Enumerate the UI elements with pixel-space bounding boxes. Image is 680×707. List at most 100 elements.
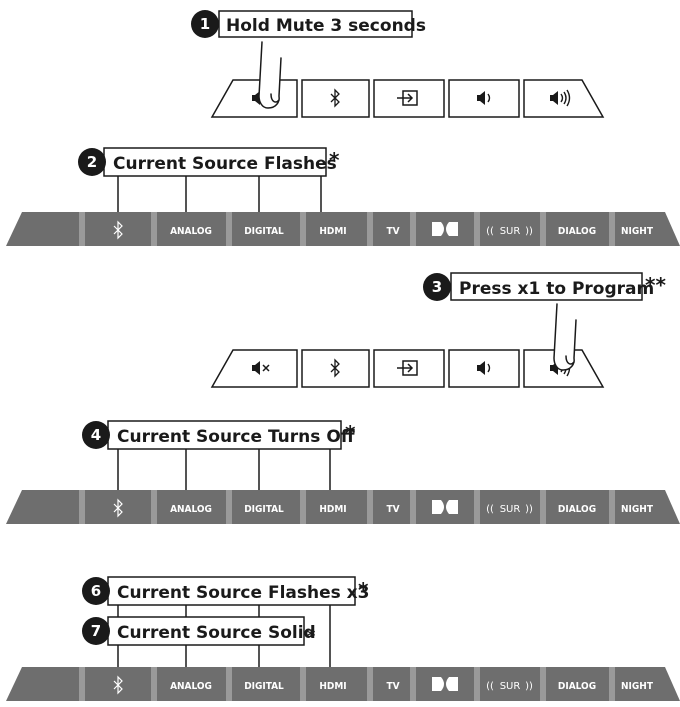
svg-text:)): )) [525,226,533,237]
step-1-badge [191,10,219,38]
volume-down-icon [477,361,491,375]
dialog-indicator: DIALOG [558,226,596,237]
step-7: 7 Current Source Solid * [82,616,316,646]
led-divider [540,667,546,701]
pointing-hand-icon [258,41,282,109]
step-2: 2 Current Source Flashes * [78,147,340,213]
digital-indicator: DIGITAL [244,681,284,692]
led-divider [474,667,480,701]
step-7-badge [82,617,110,645]
remote-buttons-top [210,41,605,118]
night-indicator: NIGHT [621,681,654,692]
digital-indicator: DIGITAL [244,504,284,515]
digital-indicator: DIGITAL [244,226,284,237]
hdmi-indicator: HDMI [319,226,346,237]
led-divider [300,667,306,701]
surround-label: SUR [500,226,521,237]
step-2-number: 2 [87,153,97,171]
step-3-number: 3 [432,278,442,296]
step-2-footnote-mark: * [329,148,340,172]
step-7-text: Current Source Solid [117,623,316,643]
step-6-box [107,576,356,606]
tv-indicator: TV [386,226,399,237]
step-6-text: Current Source Flashes x3 [117,583,369,603]
night-indicator: NIGHT [621,504,654,515]
led-divider [367,490,373,524]
remote-buttons-bottom [210,303,605,388]
step-6-footnote-mark: * [358,578,369,602]
led-divider [151,212,157,246]
step-3: 3 Press x1 to Program ** [423,272,666,301]
mute-icon [252,361,270,375]
hdmi-indicator: HDMI [319,504,346,515]
led-divider [367,212,373,246]
step-4-text: Current Source Turns Off [117,427,355,447]
step-7-number: 7 [91,622,101,640]
night-indicator: NIGHT [621,226,654,237]
led-divider [79,490,85,524]
led-divider [79,667,85,701]
step-4-footnote-mark: * [345,421,356,445]
led-divider [609,490,615,524]
led-divider [540,490,546,524]
dolby-icon [432,222,458,236]
step-7-box [107,616,305,646]
surround-indicator: (( SUR )) [486,681,533,692]
bluetooth-icon [330,88,340,108]
led-divider [410,212,416,246]
tv-indicator: TV [386,681,399,692]
bluetooth-indicator-icon [113,675,123,695]
step-6-badge [82,577,110,605]
dolby-icon [432,677,458,691]
dialog-indicator: DIALOG [558,504,596,515]
led-divider [410,490,416,524]
analog-indicator: ANALOG [170,226,212,237]
svg-text:((: (( [486,504,494,515]
surround-label: SUR [500,504,521,515]
step-2-text: Current Source Flashes [113,154,337,174]
led-divider [226,490,232,524]
analog-indicator: ANALOG [170,504,212,515]
analog-indicator: ANALOG [170,681,212,692]
volume-down-icon [477,91,491,105]
led-divider [226,667,232,701]
led-bar-1: ANALOG DIGITAL HDMI TV (( SUR )) DIALOG … [6,212,680,246]
input-icon [397,90,418,106]
step-6: 6 Current Source Flashes x3 * [82,576,369,606]
tv-indicator: TV [386,504,399,515]
step-2-box [103,147,327,177]
bluetooth-icon [330,358,340,378]
step-4-badge [82,421,110,449]
step-1-text: Hold Mute 3 seconds [226,16,426,36]
led-divider [300,490,306,524]
led-divider [367,667,373,701]
step-3-box [450,272,643,301]
led-divider [79,212,85,246]
led-divider [300,212,306,246]
bluetooth-indicator-icon [113,220,123,240]
step-3-text: Press x1 to Program [459,279,654,299]
step-7-footnote-mark: * [307,626,316,645]
led-divider [474,490,480,524]
surround-label: SUR [500,681,521,692]
led-divider [474,212,480,246]
step-3-footnote-mark: ** [645,273,666,297]
led-bar-body [6,212,680,246]
svg-text:)): )) [525,681,533,692]
volume-up-icon [550,89,571,107]
bluetooth-indicator-icon [113,498,123,518]
led-divider [226,212,232,246]
led-bar-body [6,667,680,701]
volume-up-button[interactable] [523,79,605,118]
step-6-number: 6 [91,582,101,600]
led-divider [151,490,157,524]
step-4-number: 4 [91,426,101,444]
input-icon [397,360,418,376]
led-bar-3: ANALOG DIGITAL HDMI TV (( SUR )) DIALOG … [6,667,680,701]
step-2-badge [78,148,106,176]
svg-text:((: (( [486,681,494,692]
svg-text:)): )) [525,504,533,515]
surround-indicator: (( SUR )) [486,226,533,237]
led-bar-2: ANALOG DIGITAL HDMI TV (( SUR )) DIALOG … [6,490,680,524]
